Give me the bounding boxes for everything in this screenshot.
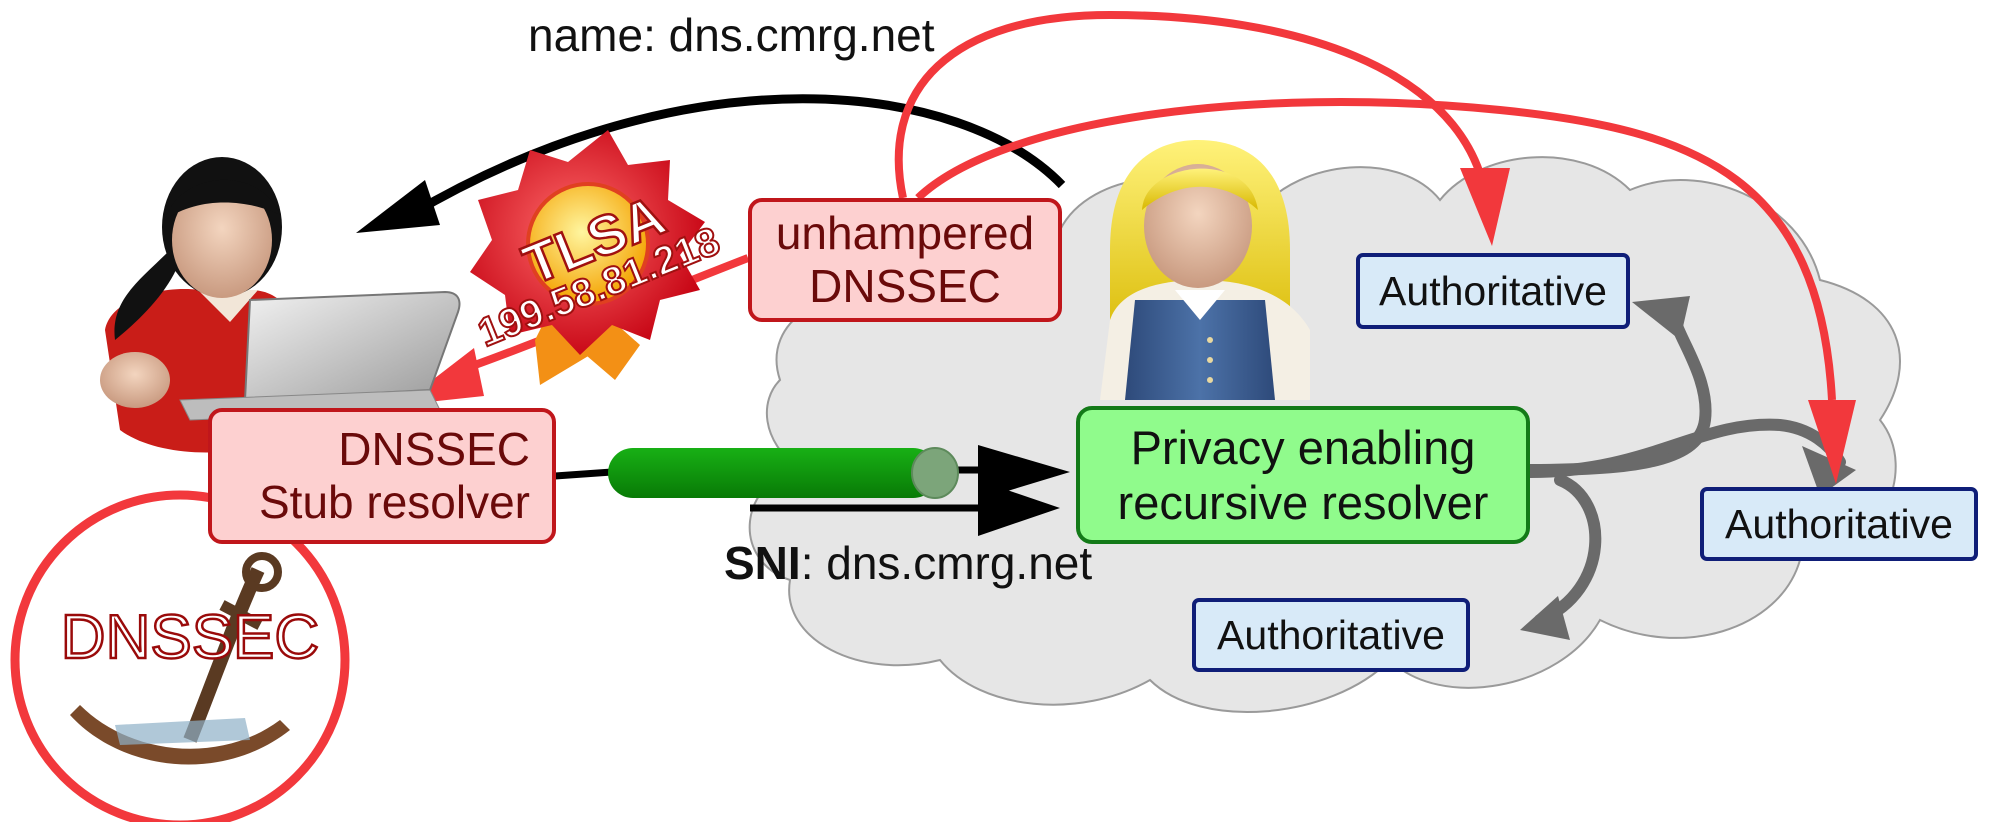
- stub-line1: DNSSEC: [338, 423, 530, 476]
- arrowhead-icon: [1802, 446, 1856, 496]
- sni-arrowhead-icon: [978, 480, 1060, 536]
- authoritative-server-bottom: Authoritative: [1192, 598, 1470, 672]
- arrowhead-icon: [1520, 596, 1570, 640]
- anchor-icon: [70, 552, 290, 765]
- recursive-resolver-box: Privacy enabling recursive resolver: [1076, 406, 1530, 544]
- stub-connector-line: [554, 468, 613, 480]
- authoritative-server-top: Authoritative: [1356, 253, 1630, 329]
- tunnel-arrowhead-icon: [978, 445, 1070, 500]
- gray-arrow-to-auth-bottom: [1534, 474, 1602, 626]
- arrowhead-icon: [1632, 296, 1690, 340]
- encrypted-tunnel: [608, 447, 959, 499]
- tlsa-seal-icon: [470, 130, 705, 385]
- dnssec-logo: [10, 490, 350, 822]
- red-arrow-to-auth-right: [915, 98, 1836, 401]
- unhampered-dnssec-box: unhampered DNSSEC: [748, 198, 1062, 322]
- arrowhead-icon: [1808, 400, 1856, 484]
- sni-label: SNI: dns.cmrg.net: [724, 536, 1092, 590]
- gray-arrowheads: [1520, 296, 1856, 640]
- stub-line2: Stub resolver: [258, 476, 530, 528]
- dnssec-logo-text: DNSSEC: [61, 603, 319, 672]
- sni-label-bold: SNI: [724, 537, 801, 589]
- gray-query-arrows: [1524, 314, 1846, 626]
- recursive-line2: recursive resolver: [1117, 476, 1489, 529]
- gray-arrow-to-auth-right: [1524, 418, 1846, 478]
- red-arrow-to-auth-top: [894, 10, 1486, 199]
- name-arrowhead-icon: [356, 180, 440, 233]
- authoritative-server-right: Authoritative: [1700, 487, 1978, 561]
- resolver-operator-icon: [1100, 140, 1310, 400]
- arrowhead-icon: [1460, 168, 1510, 246]
- unhampered-line2: DNSSEC: [809, 260, 1001, 312]
- sni-label-rest: : dns.cmrg.net: [800, 537, 1093, 589]
- stub-resolver-box: DNSSEC Stub resolver: [208, 408, 556, 544]
- unhampered-line1: unhampered: [775, 207, 1035, 260]
- recursive-line1: Privacy enabling: [1130, 420, 1476, 474]
- name-label: name: dns.cmrg.net: [528, 9, 935, 61]
